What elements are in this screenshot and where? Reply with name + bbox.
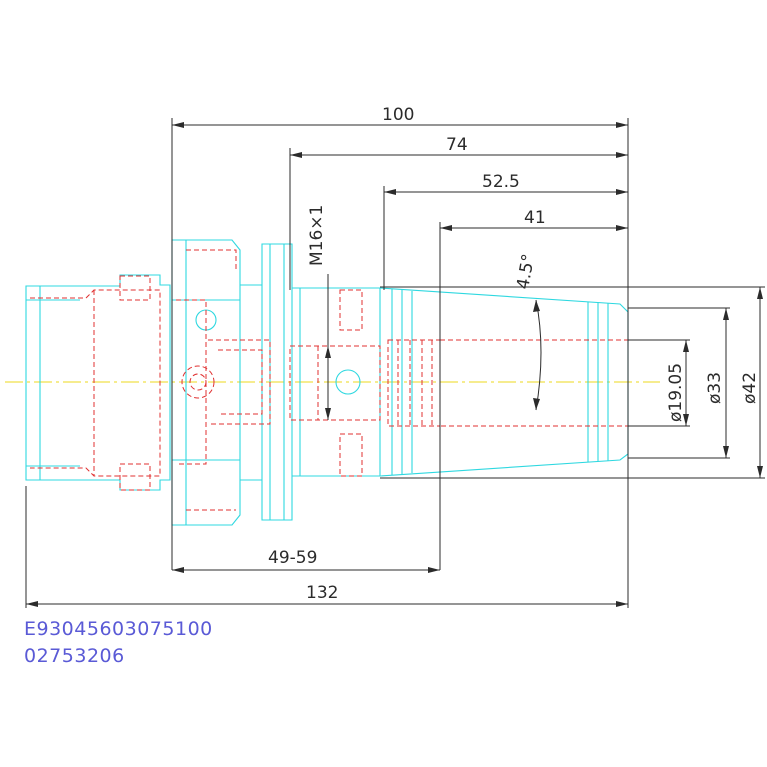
dim-dia-19: ø19.05 <box>666 363 686 422</box>
dim-49-59: 49-59 <box>268 548 317 568</box>
dim-41: 41 <box>524 208 546 228</box>
dimension-arrows <box>26 122 763 607</box>
dim-taper-angle: 4.5° <box>513 252 539 290</box>
dim-132: 132 <box>306 583 338 603</box>
part-number: E93045603075100 <box>24 618 213 640</box>
dim-52-5: 52.5 <box>482 172 520 192</box>
dim-74: 74 <box>446 135 468 155</box>
dimension-lines <box>25 118 765 608</box>
hidden-bore-lines <box>30 249 629 511</box>
dim-thread: M16×1 <box>307 205 327 266</box>
dim-100: 100 <box>382 105 414 125</box>
dim-dia-33: ø33 <box>705 372 725 404</box>
dim-dia-42: ø42 <box>740 372 760 404</box>
order-number: 02753206 <box>24 645 125 667</box>
